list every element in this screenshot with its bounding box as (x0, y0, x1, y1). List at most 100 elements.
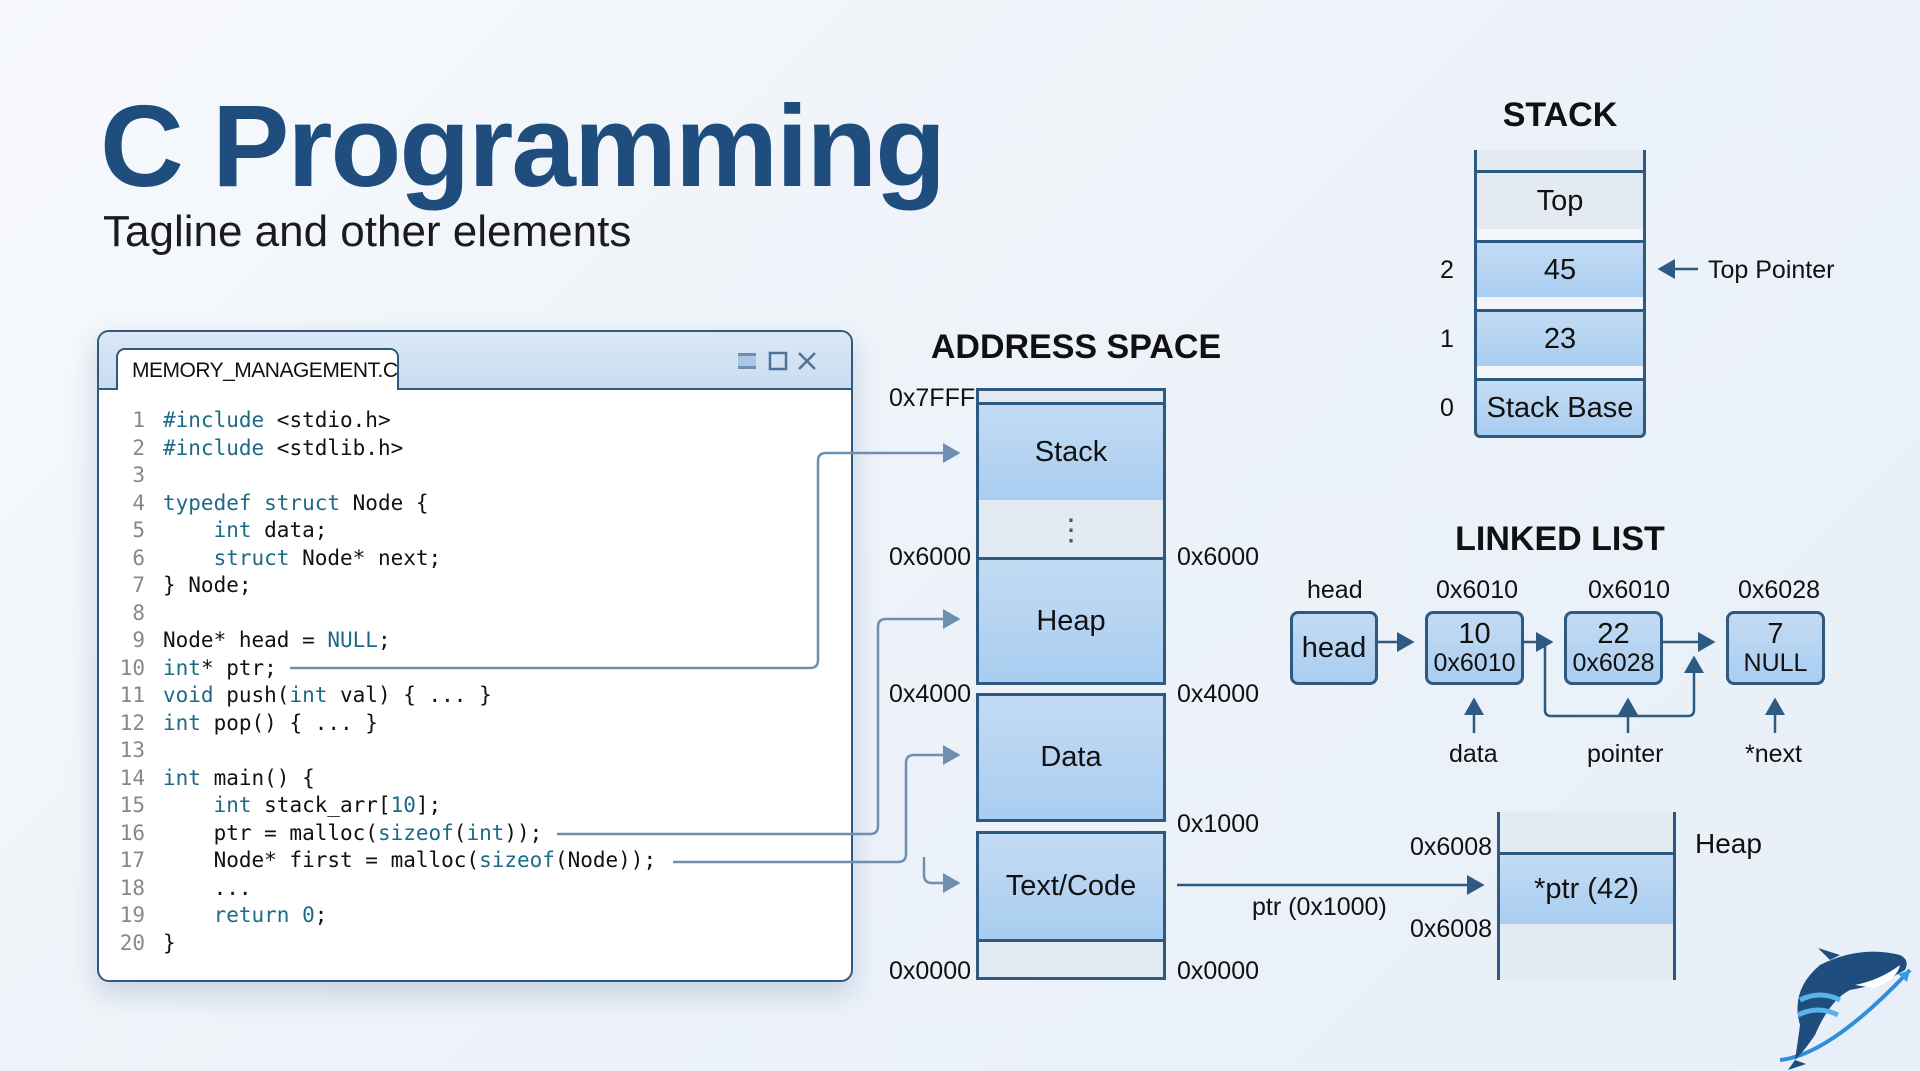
heap-ptr-cell-label: *ptr (42) (1534, 873, 1639, 905)
stack-top-label: Top (1536, 184, 1584, 217)
segment-heap[interactable]: Heap (976, 557, 1166, 685)
code-editor-window: MEMORY_MANAGEMENT.C 1#include <stdio.h>2… (97, 330, 853, 982)
heap-addr-top: 0x6008 (1410, 833, 1493, 861)
code-line[interactable]: typedef struct Node { (163, 490, 429, 515)
segment-data[interactable]: Data (976, 693, 1166, 822)
line-number: 19 (119, 903, 145, 927)
stack-index: 2 (1440, 256, 1454, 284)
stack-title: STACK (1502, 96, 1618, 134)
code-line[interactable]: int pop() { ... } (163, 710, 378, 735)
code-line[interactable]: #include <stdio.h> (163, 408, 391, 432)
addr-label-right-heap: 0x6000 (1177, 543, 1260, 571)
node-annotation: *next (1745, 740, 1802, 768)
segment-data-label: Data (1040, 741, 1102, 773)
line-number: 13 (119, 738, 145, 762)
code-line[interactable]: int data; (213, 518, 328, 542)
stack-top-cell: Top (1474, 170, 1646, 232)
line-number: 4 (132, 490, 145, 515)
linked-list-title: LINKED LIST (1455, 520, 1665, 558)
stack-spacer (1474, 229, 1646, 243)
line-number: 14 (119, 765, 145, 790)
addr-label-right-data: 0x4000 (1177, 680, 1260, 708)
code-line[interactable]: int stack_arr[10]; (213, 793, 442, 817)
line-number: 10 (119, 655, 145, 680)
line-number: 6 (132, 545, 145, 570)
stack-index: 1 (1440, 325, 1454, 353)
line-number: 20 (119, 930, 145, 955)
tagline: Tagline and other elements (103, 207, 632, 256)
code-line[interactable]: int* ptr; (163, 655, 277, 680)
code-line[interactable]: #include <stdlib.h> (163, 435, 404, 460)
code-line[interactable]: struct Node* next; (213, 545, 442, 570)
node-value: 7 (1767, 618, 1784, 650)
code-line[interactable]: void push(int val) { ... } (163, 683, 492, 707)
code-line[interactable]: ... (163, 875, 252, 900)
file-tab[interactable]: MEMORY_MANAGEMENT.C (116, 348, 399, 390)
line-number: 11 (119, 683, 145, 707)
heap-detail-label: Heap (1695, 828, 1762, 859)
addr-label-right-bottom: 0x0000 (1177, 957, 1260, 985)
ptr-arrow-label: ptr (0x1000) (1252, 893, 1387, 921)
line-number: 7 (132, 573, 145, 597)
node-address: 0x6028 (1738, 576, 1821, 604)
line-number: 9 (132, 628, 145, 652)
minimize-icon[interactable] (736, 350, 758, 372)
code-line[interactable]: Node* head = NULL; (163, 628, 391, 652)
address-space-title: ADDRESS SPACE (930, 328, 1222, 366)
maximize-icon[interactable] (767, 350, 789, 372)
window-title-bar: MEMORY_MANAGEMENT.C (99, 332, 851, 390)
connector-malloc-int-to-heap (557, 609, 961, 836)
close-icon[interactable] (796, 350, 818, 372)
node-address: 0x6010 (1588, 576, 1671, 604)
code-line[interactable]: } (163, 930, 176, 955)
heap-addr-bottom: 0x6008 (1410, 915, 1493, 943)
head-node-label: head (1301, 631, 1367, 664)
segment-text[interactable]: Text/Code (976, 831, 1166, 942)
addr-label-right-text: 0x1000 (1177, 810, 1260, 838)
line-number: 12 (119, 710, 145, 735)
segment-heap-label: Heap (1036, 604, 1106, 637)
gap-marker: ⋮ (1056, 513, 1086, 547)
line-number: 2 (132, 435, 145, 460)
heap-detail-top (1497, 812, 1676, 855)
line-number: 5 (132, 518, 145, 542)
node-annotation: data (1449, 740, 1498, 768)
code-line[interactable]: } Node; (163, 573, 252, 597)
code-line[interactable]: Node* first = malloc(sizeof(Node)); (163, 848, 657, 872)
connector-ptr-to-stack (290, 443, 961, 670)
stack-cell-value: 45 (1543, 253, 1577, 286)
code-line[interactable]: int main() { (163, 765, 315, 790)
address-top-cap (976, 388, 1166, 405)
addr-label-left-data: 0x4000 (889, 680, 972, 708)
node-next: 0x6028 (1572, 649, 1655, 677)
line-number: 16 (119, 820, 145, 845)
node-annotation: pointer (1587, 740, 1664, 768)
stack-cell-value: 23 (1543, 322, 1577, 355)
orca-logo-icon (1779, 948, 1912, 1070)
connector-to-text (922, 857, 961, 893)
code-line[interactable]: ptr = malloc(sizeof(int)); (163, 820, 543, 845)
line-number: 15 (119, 793, 145, 817)
line-number: 18 (119, 875, 145, 900)
node-next: NULL (1743, 649, 1808, 677)
segment-text-label: Text/Code (1005, 870, 1137, 902)
stack-cell[interactable]: 45 (1474, 240, 1646, 300)
code-line[interactable]: return 0; (213, 903, 328, 927)
heap-ptr-cell[interactable]: *ptr (42) (1497, 852, 1676, 927)
node-value: 22 (1597, 618, 1630, 650)
head-node[interactable]: head (1290, 611, 1378, 685)
addr-label-left-bottom: 0x0000 (889, 957, 972, 985)
stack-cell[interactable]: Stack Base (1474, 378, 1646, 438)
head-caption: head (1307, 576, 1363, 604)
segment-reserved (976, 939, 1166, 980)
node-address: 0x6010 (1436, 576, 1519, 604)
arrow-skip-loop (1543, 642, 1704, 718)
segment-stack-label: Stack (1034, 436, 1108, 468)
line-number: 17 (119, 848, 145, 872)
heap-detail-bottom (1497, 924, 1676, 980)
node-next: 0x6010 (1433, 649, 1516, 677)
